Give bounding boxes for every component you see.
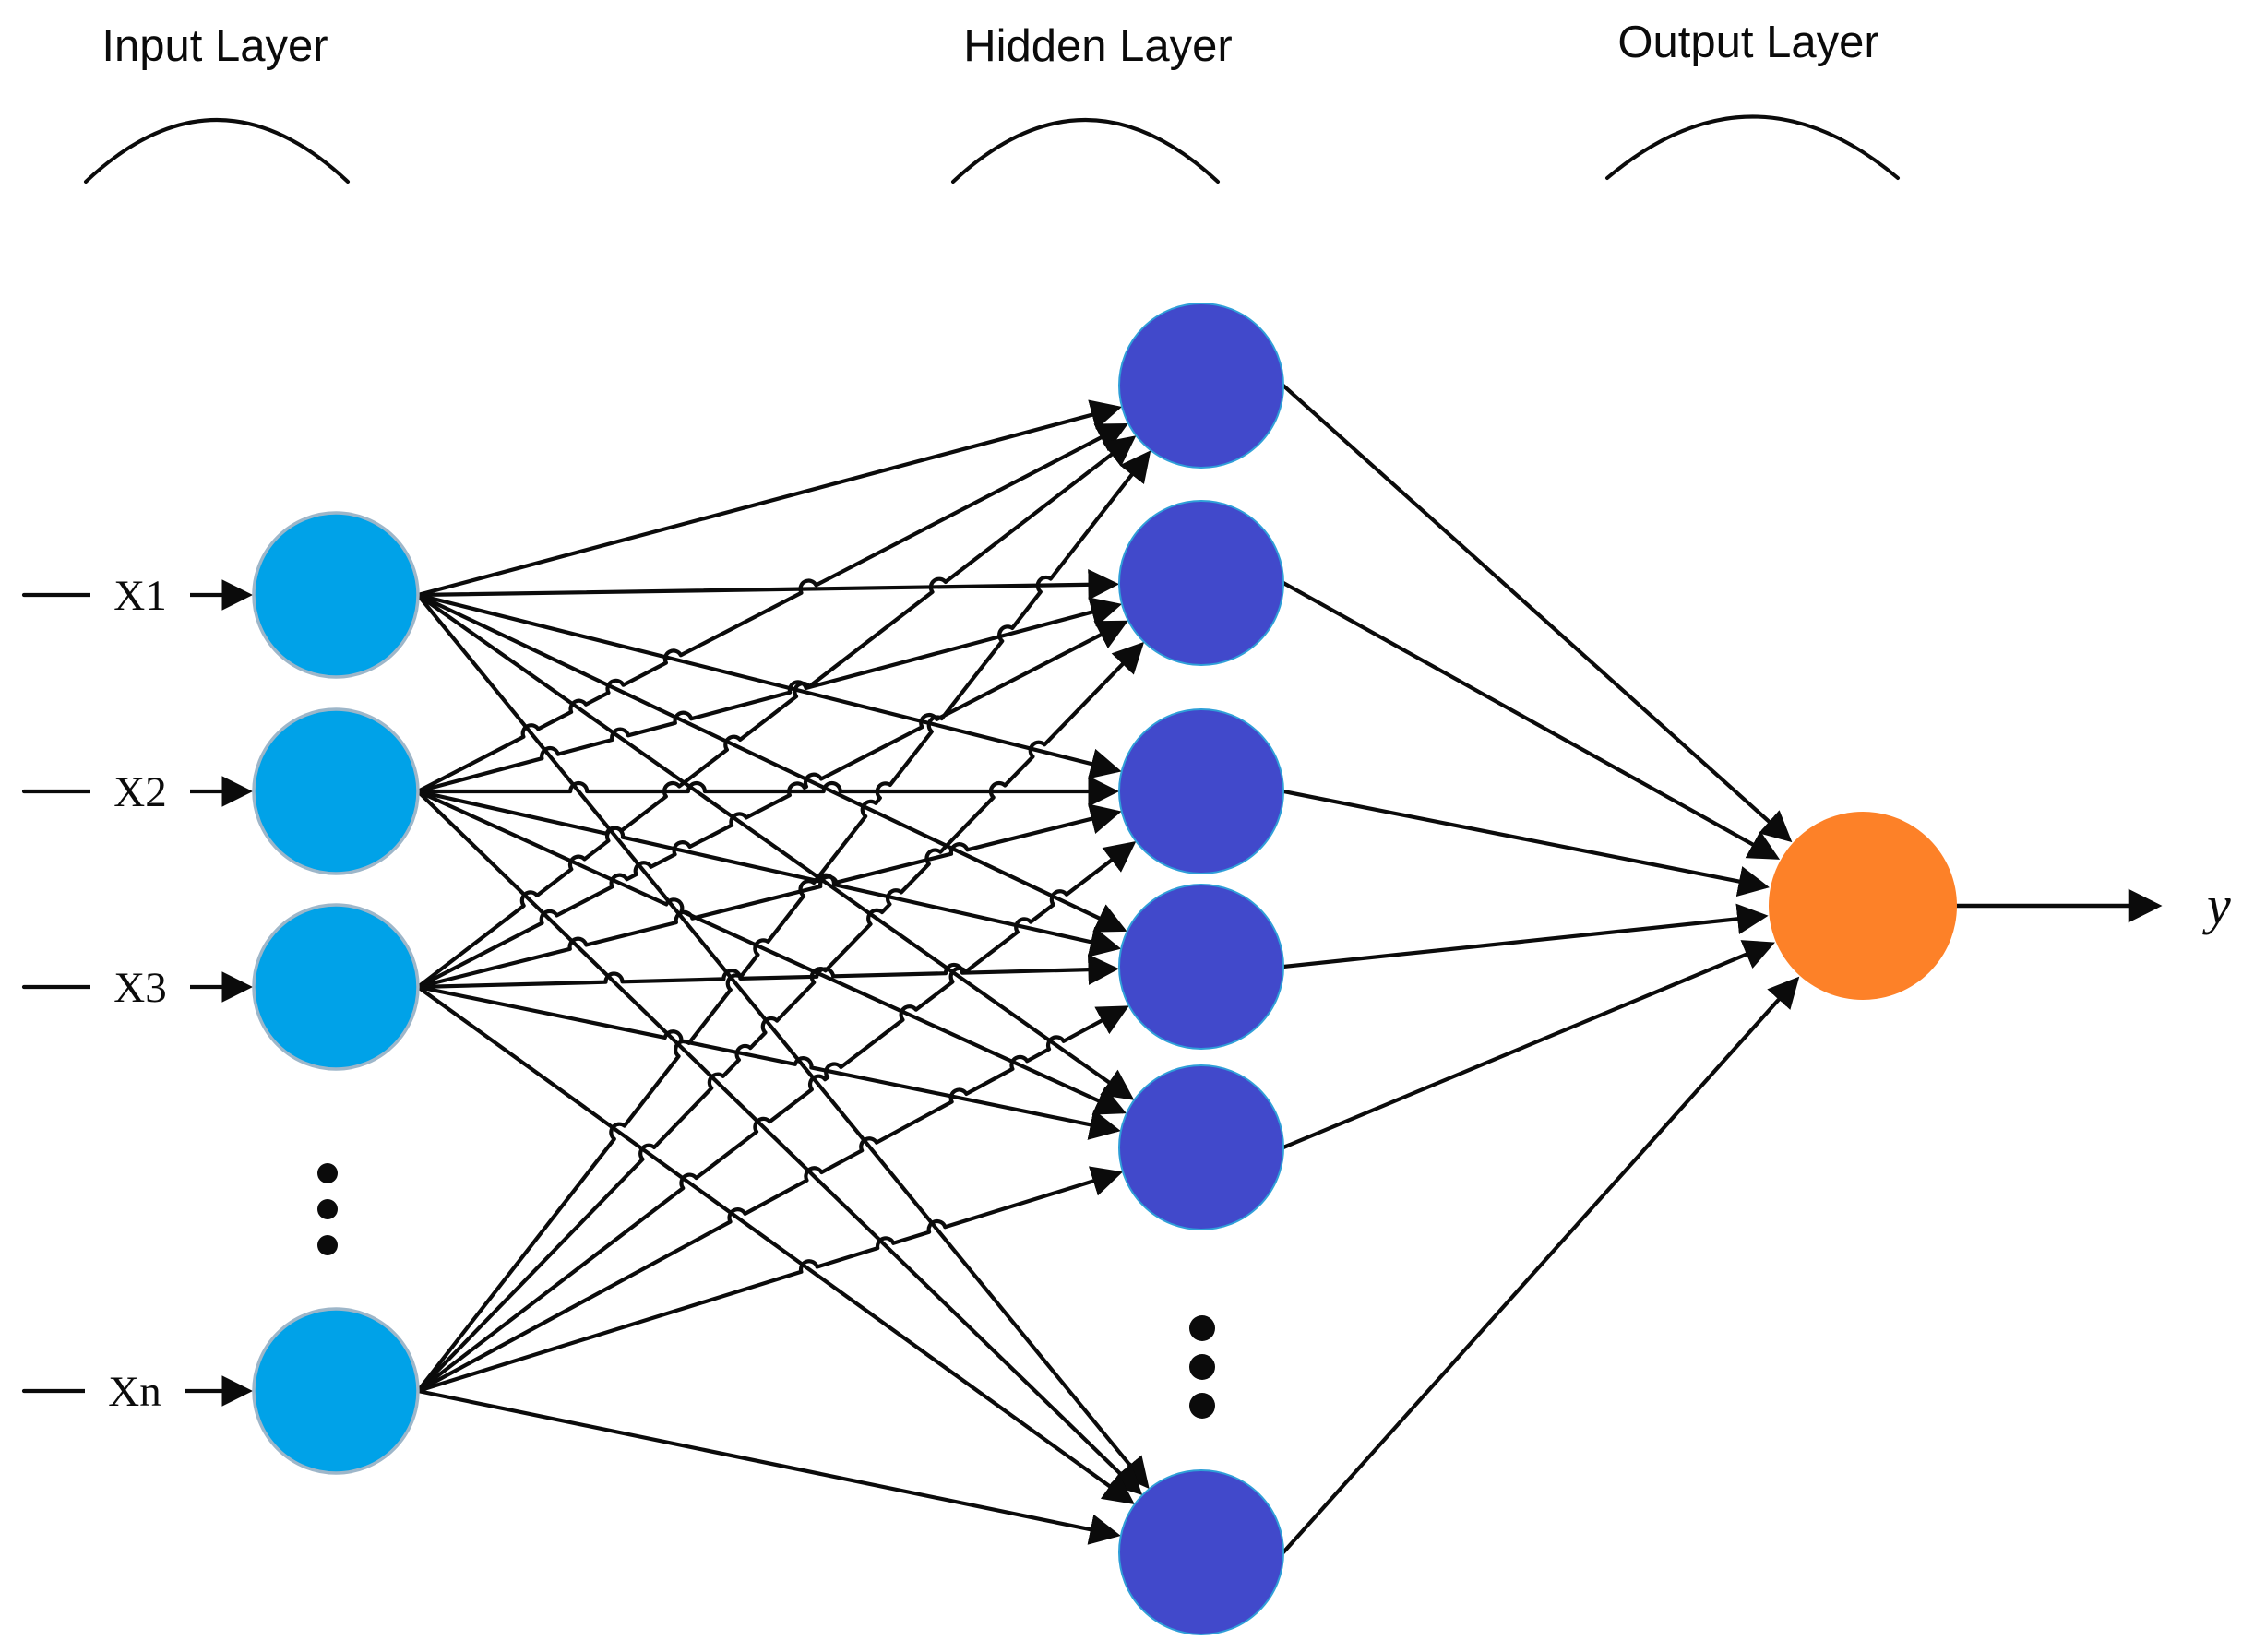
edge-hidden2-output xyxy=(1281,580,1781,860)
input-label-4: Xn xyxy=(108,1368,161,1416)
edge-input1-hidden4 xyxy=(415,592,1127,933)
label-mask xyxy=(90,767,190,816)
edge-input2-hidden2 xyxy=(415,597,1123,794)
edge-hidden3-output xyxy=(1281,789,1770,897)
output-node xyxy=(1769,812,1957,1000)
edge-input4-hidden5 xyxy=(415,1166,1124,1394)
input-label-3: X3 xyxy=(113,964,166,1012)
edge-input4-hidden1 xyxy=(415,450,1151,1394)
hidden-ellipsis-dot xyxy=(1189,1354,1215,1380)
edge-input4-hidden2 xyxy=(415,641,1145,1394)
edge-input2-hidden4 xyxy=(415,789,1122,957)
edge-input3-hidden6 xyxy=(415,984,1135,1504)
input-layer-title: Input Layer xyxy=(101,21,328,71)
input-ellipsis-dot xyxy=(317,1163,338,1183)
input-node-2 xyxy=(252,707,420,875)
hidden-ellipsis-dot xyxy=(1189,1393,1215,1419)
edge-input1-hidden3 xyxy=(415,592,1122,779)
input-label-1: X1 xyxy=(113,572,166,620)
input-ellipsis-dot xyxy=(317,1199,338,1219)
edge-hidden5-output xyxy=(1281,940,1775,1150)
edge-input1-hidden6 xyxy=(415,592,1150,1490)
edge-input3-hidden3 xyxy=(415,803,1122,990)
edge-input1-hidden1 xyxy=(415,399,1123,598)
input-node-3 xyxy=(252,903,420,1071)
input-node-4 xyxy=(252,1307,420,1475)
hidden-node-4 xyxy=(1118,884,1284,1050)
hidden-node-3 xyxy=(1118,708,1284,874)
edge-hidden1-output xyxy=(1281,383,1793,843)
edge-input4-hidden6 xyxy=(415,1388,1121,1545)
input-ellipsis-dot xyxy=(317,1235,338,1255)
edge-input3-hidden1 xyxy=(415,435,1137,990)
edge-hidden4-output xyxy=(1281,903,1769,969)
input-label-2: X2 xyxy=(113,768,166,816)
label-mask xyxy=(90,570,190,620)
hidden-layer-title: Hidden Layer xyxy=(963,21,1232,71)
output-label: y xyxy=(2202,875,2231,935)
input-node-1 xyxy=(252,511,420,679)
edge-input1-hidden5 xyxy=(415,592,1135,1100)
hidden-layer-brace xyxy=(951,118,1220,184)
hidden-node-2 xyxy=(1118,500,1284,666)
edge-input2-hidden3 xyxy=(415,776,1120,807)
edge-input2-hidden1 xyxy=(415,422,1128,794)
input-layer-brace xyxy=(84,118,350,184)
edge-input3-hidden4 xyxy=(415,954,1120,990)
edge-input4-hidden3 xyxy=(415,841,1137,1394)
hidden-node-6 xyxy=(1118,1469,1284,1635)
label-mask xyxy=(85,1366,185,1416)
output-layer-brace xyxy=(1605,114,1900,180)
edge-input4-hidden4 xyxy=(415,1005,1129,1394)
edge-input1-hidden2 xyxy=(415,569,1120,600)
label-mask xyxy=(90,962,190,1012)
hidden-node-5 xyxy=(1118,1064,1284,1230)
hidden-node-1 xyxy=(1118,303,1284,469)
hidden-ellipsis-dot xyxy=(1189,1315,1215,1341)
edge-hidden6-output xyxy=(1281,976,1800,1555)
edge-input2-hidden5 xyxy=(415,789,1127,1115)
edge-input3-hidden2 xyxy=(415,620,1128,990)
output-layer-title: Output Layer xyxy=(1617,18,1878,67)
edge-input2-hidden6 xyxy=(415,789,1143,1496)
edge-input3-hidden5 xyxy=(415,984,1121,1140)
